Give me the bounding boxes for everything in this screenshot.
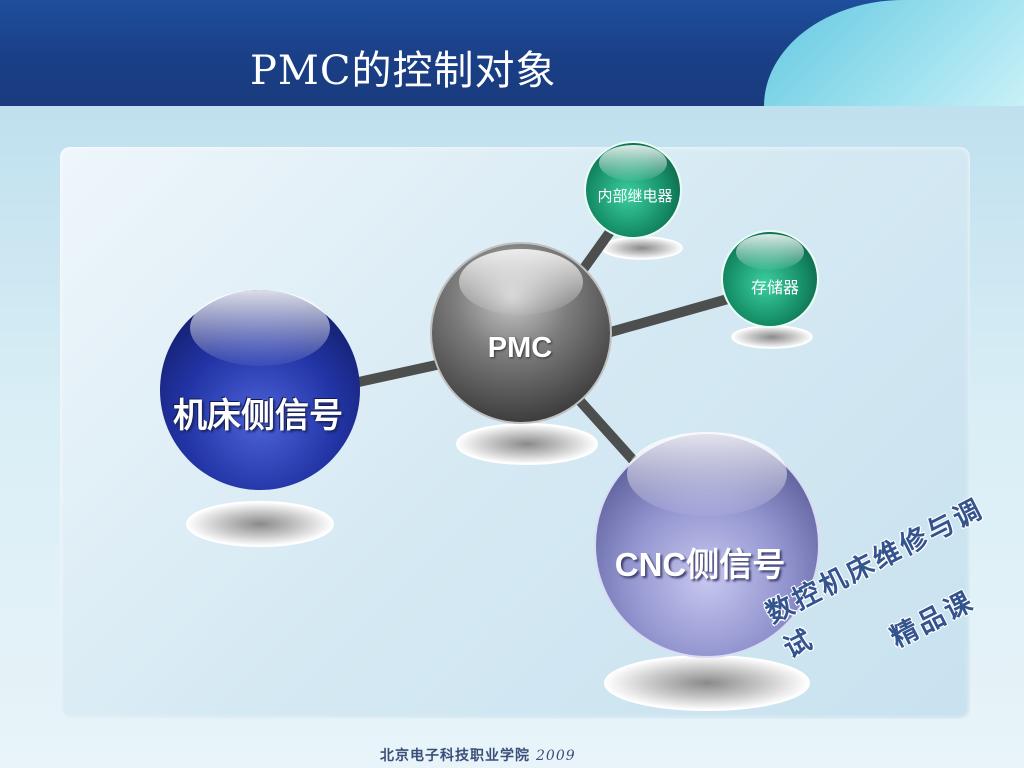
cnc-side-label: CNC侧信号 <box>614 546 786 583</box>
footer-institution: 北京电子科技职业学院 <box>380 748 530 764</box>
node-cnc-side <box>594 432 820 658</box>
page-title: PMC的控制对象 <box>250 48 557 94</box>
connector-memory <box>595 292 740 340</box>
title-bar <box>0 0 1024 106</box>
shadow-pmc <box>456 423 598 465</box>
connector-machine <box>340 357 455 390</box>
footer-year: 2009 <box>536 748 576 764</box>
node-memory <box>721 230 819 328</box>
shadow-cnc <box>604 655 810 711</box>
machine-side-label: 机床侧信号 <box>173 396 343 436</box>
pmc-label: PMC <box>487 332 553 364</box>
footer: 北京电子科技职业学院 2009 <box>380 745 576 765</box>
memory-label: 存储器 <box>750 278 799 297</box>
internal-relay-label: 内部继电器 <box>597 187 673 205</box>
node-internal-relay <box>584 141 682 239</box>
shadow-machine <box>186 501 334 547</box>
shadow-memory <box>731 325 813 349</box>
connector-cnc <box>567 387 638 465</box>
shadow-relay <box>601 236 683 260</box>
node-machine-side <box>160 290 360 490</box>
node-pmc <box>430 242 612 424</box>
